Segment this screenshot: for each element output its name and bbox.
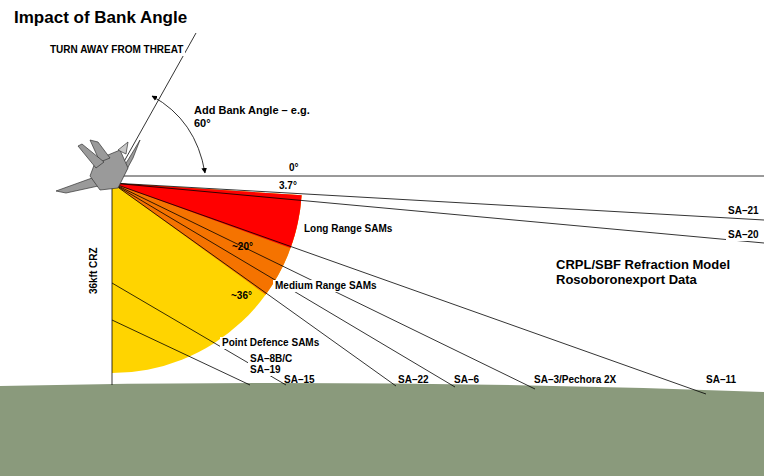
jet-aircraft [56, 140, 140, 193]
source-note: CRPL/SBF Refraction Model Rosoboronexpor… [556, 258, 736, 288]
sam-label: SA–3/Pechora 2X [534, 374, 616, 386]
note-text: TURN AWAY FROM THREAT [48, 44, 185, 56]
envelope-lines [112, 33, 764, 394]
angle-label: ~36° [231, 290, 252, 302]
ground [0, 383, 764, 476]
diagram-title: Impact of Bank Angle [14, 8, 187, 28]
altitude-label: 36kft CRZ [88, 247, 100, 294]
angle-label: ~20° [232, 241, 253, 253]
range-label: Long Range SAMs [302, 223, 394, 235]
sam-label: SA–6 [454, 374, 479, 386]
sam-label: SA–15 [284, 374, 315, 386]
sam-label: SA–11 [706, 374, 736, 386]
sam-label: SA–22 [398, 374, 429, 386]
sam-label: SA–8B/C [248, 353, 294, 365]
sam-label: SA–21 [726, 205, 761, 217]
range-label: Medium Range SAMs [273, 280, 379, 292]
sam-label: SA–19 [248, 364, 283, 376]
angle-label: 0° [287, 162, 301, 174]
note-text: Add Bank Angle – e.g. 60° [192, 104, 316, 129]
sam-label: SA–20 [726, 229, 761, 241]
angle-label: 3.7° [279, 180, 297, 192]
range-label: Point Defence SAMs [220, 337, 321, 349]
